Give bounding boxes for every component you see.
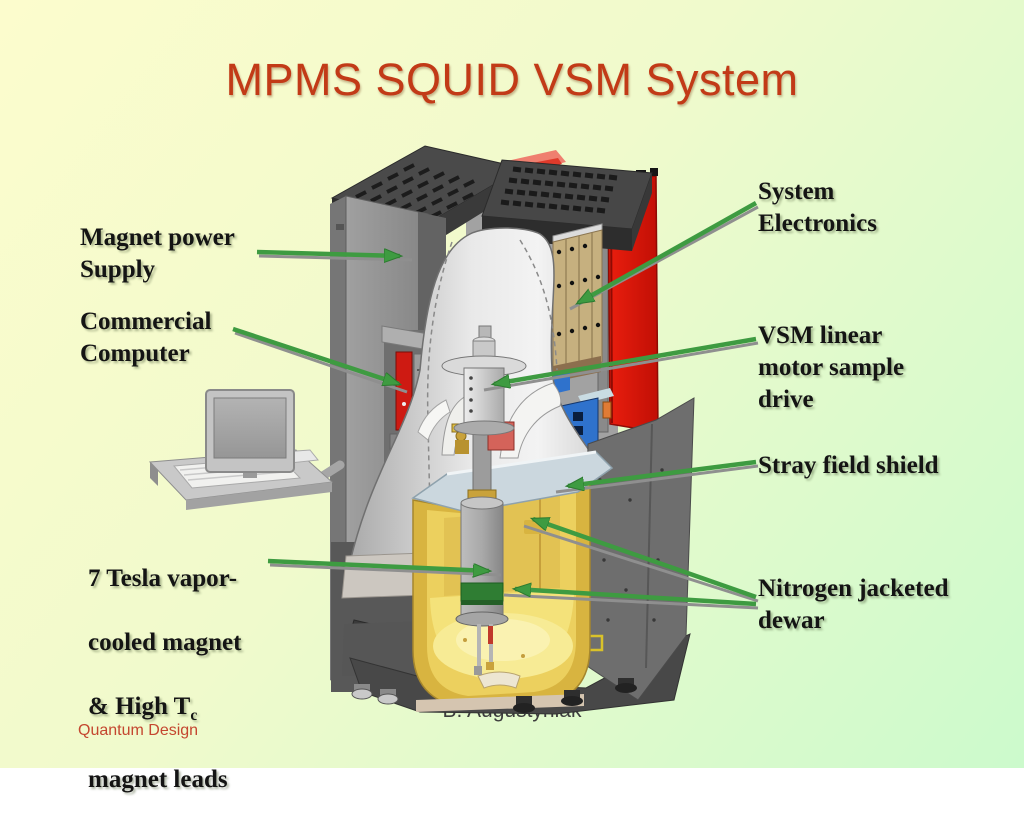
label-line: 7 Tesla vapor- xyxy=(88,565,238,592)
arrow-stray-field-shield xyxy=(568,459,757,486)
label-commercial-computer: Commercial Computer xyxy=(80,308,212,367)
foot xyxy=(615,678,637,693)
slide-title: MPMS SQUID VSM System xyxy=(225,54,799,105)
arrow-commercial-computer xyxy=(232,326,399,384)
foot xyxy=(513,696,535,713)
label-line: magnet leads xyxy=(88,766,228,793)
label-system-electronics: System Electronics xyxy=(758,178,877,237)
label-nitrogen-dewar: Nitrogen jacketed dewar xyxy=(758,575,949,634)
label-vsm-drive: VSM linear motor sample drive xyxy=(758,322,905,413)
annotation-arrows xyxy=(232,201,759,610)
computer-laptop xyxy=(148,389,345,510)
arrow-nitrogen-dewar-upper xyxy=(533,516,757,600)
arrow-system-electronics xyxy=(578,201,758,305)
foot xyxy=(561,690,583,706)
foot xyxy=(377,689,399,705)
arrow-vsm-drive xyxy=(494,336,757,384)
label-tesla-magnet: 7 Tesla vapor- cooled magnet & High Tc m… xyxy=(88,531,308,828)
arrow-nitrogen-dewar-lower xyxy=(515,589,757,607)
foot xyxy=(351,684,373,700)
slide: B. Augustyniak xyxy=(0,0,1024,793)
label-line: & High Tc xyxy=(88,693,198,724)
vsm-motor xyxy=(441,325,527,436)
label-magnet-power-supply: Magnet power Supply xyxy=(80,224,235,283)
arrow-magnet-power-supply xyxy=(256,252,400,256)
arrow-tesla-magnet xyxy=(267,558,489,571)
brand-quantum-design: Quantum Design xyxy=(78,722,199,739)
label-line: cooled magnet xyxy=(88,629,242,656)
label-stray-field-shield: Stray field shield xyxy=(758,452,939,479)
system-illustration xyxy=(148,145,759,715)
machine-feet xyxy=(351,678,637,713)
